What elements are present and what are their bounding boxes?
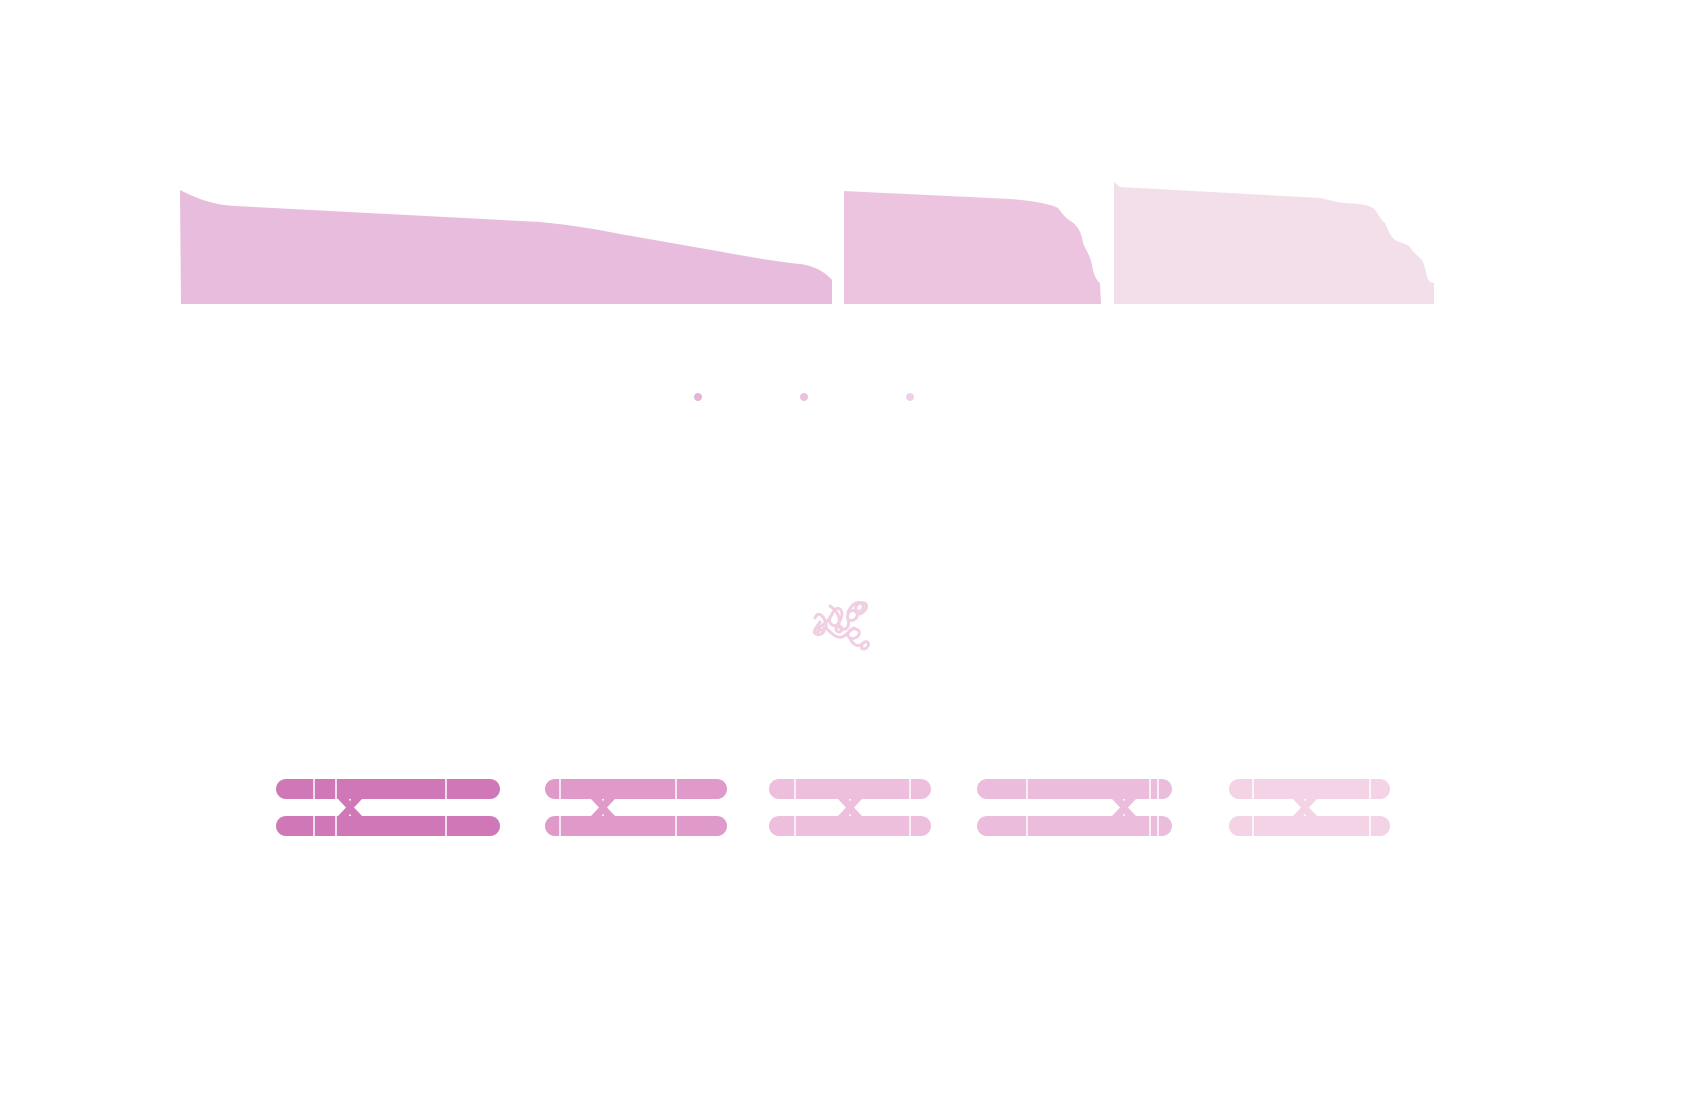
centromere-cross xyxy=(326,779,374,836)
chromatid-bottom xyxy=(977,816,1172,836)
chromosome-group xyxy=(276,779,1390,836)
profile-group xyxy=(180,182,1434,304)
condensation-profile-2 xyxy=(844,191,1101,304)
centromere-cross xyxy=(1281,779,1329,836)
dot-1 xyxy=(694,393,702,401)
chromosome-1 xyxy=(276,779,500,836)
dot-2 xyxy=(800,393,808,401)
chromatid-bottom xyxy=(769,816,931,836)
centromere-cross xyxy=(1100,779,1148,836)
chromosome-5 xyxy=(1229,779,1390,836)
chromatid-bottom xyxy=(276,816,500,836)
chromatin-tangle xyxy=(812,600,870,651)
chromatid-bottom xyxy=(545,816,727,836)
dot-group xyxy=(694,393,914,401)
chromatid-bottom xyxy=(1229,816,1390,836)
chromatid-top xyxy=(276,779,500,799)
centromere-cross xyxy=(826,779,874,836)
chromatid-top xyxy=(977,779,1172,799)
dot-3 xyxy=(906,393,914,401)
chromatid-top xyxy=(769,779,931,799)
condensation-profile-3 xyxy=(1114,182,1434,304)
chromosome-2 xyxy=(545,779,727,836)
chromatid-top xyxy=(1229,779,1390,799)
centromere-cross xyxy=(579,779,627,836)
condensation-profile-1 xyxy=(180,190,832,304)
chromatid-top xyxy=(545,779,727,799)
chromosome-3 xyxy=(769,779,931,836)
chromosome-4 xyxy=(977,779,1172,836)
